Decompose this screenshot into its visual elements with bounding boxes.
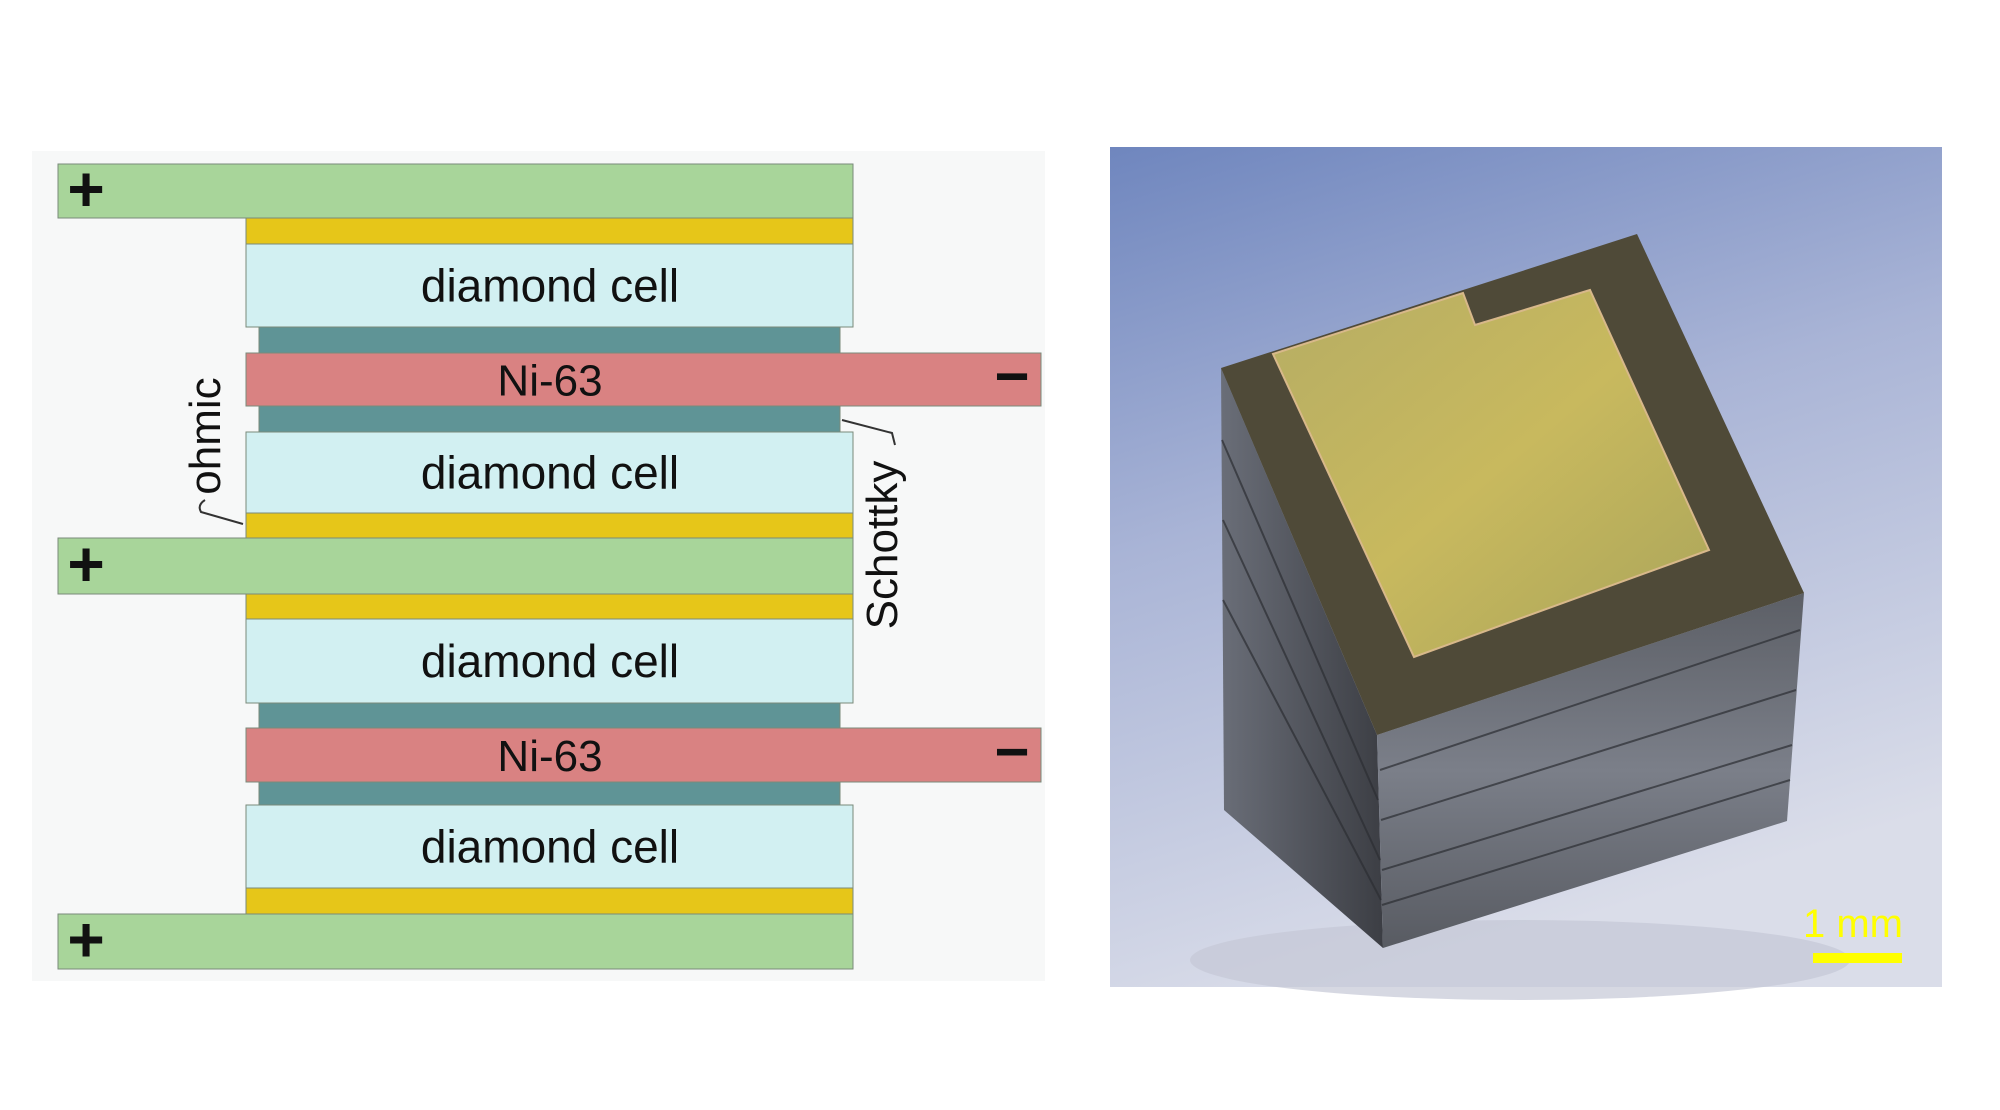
ohmic-contact-layer [245,217,854,245]
ni63-label: Ni-63 [497,357,602,406]
ni63-source [245,727,1042,783]
plus-terminal-sign: + [67,904,104,976]
diamond-cell-label: diamond cell [421,635,679,687]
cube-front-face [1377,593,1804,948]
diamond-cell [245,804,854,889]
plus-terminal-sign: + [67,153,104,225]
device-photo: 1 mm [1110,147,1942,1000]
ni63-source [245,352,1042,407]
gold-contact-pad [1271,288,1711,659]
ohmic-pointer [198,499,244,525]
scale-bar-label: 1 mm [1803,902,1903,946]
ohmic-contact-layer [245,593,854,620]
cube-layer-lines [1221,439,1801,906]
electrode-plus [57,537,854,595]
ohmic-contact-layer [245,512,854,539]
diamond-cell-label: diamond cell [421,260,679,312]
schottky-pointer [841,419,896,446]
minus-terminal-sign: − [994,343,1029,410]
schottky-label: Schottky [858,461,907,630]
schottky-contact-layer [258,702,841,729]
ohmic-contact-layer [245,887,854,915]
schottky-contact-layer [258,326,841,354]
diamond-cell-label: diamond cell [421,447,679,499]
minus-terminal-sign: − [994,718,1029,785]
electrode-plus [57,163,854,219]
schottky-contact-layer [258,781,841,806]
ohmic-label: ohmic [181,377,230,494]
plus-terminal-sign: + [67,528,104,600]
schottky-contact-layer [258,405,841,433]
electrode-plus [57,913,854,970]
diamond-cell [245,618,854,704]
scale-bar [1813,953,1902,963]
cube-shadow [1190,920,1850,1000]
diamond-cell-label: diamond cell [421,821,679,873]
cube-left-face [1221,368,1383,948]
ni63-label: Ni-63 [497,732,602,781]
diamond-cell [245,431,854,514]
diamond-cell [245,243,854,328]
